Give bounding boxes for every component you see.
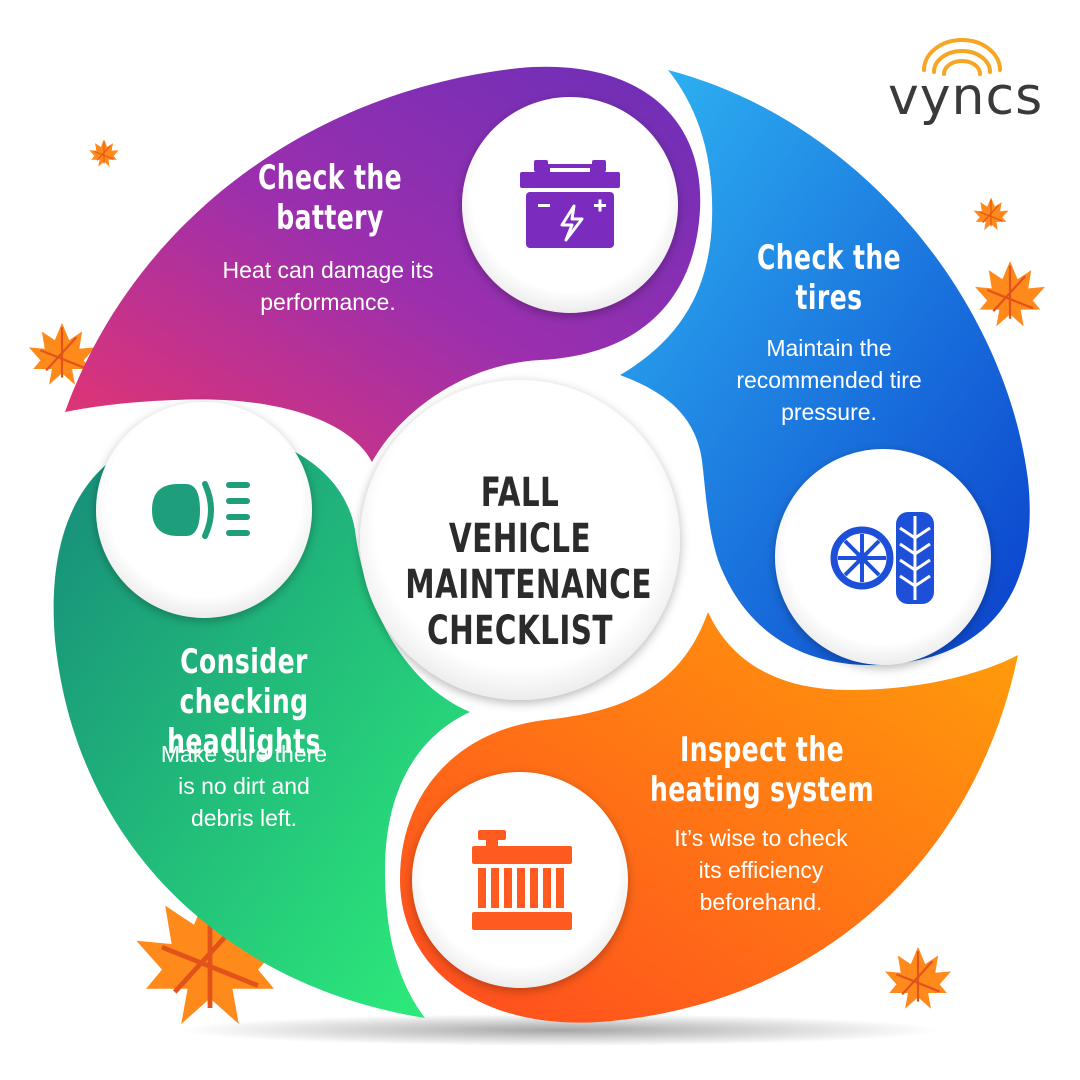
headlight-icon	[152, 481, 250, 539]
brand-logo-text: vyncs	[888, 67, 1044, 127]
tire-icon	[830, 512, 934, 604]
headlights-title: Consider checking headlights	[167, 642, 321, 762]
maple-leaf-icon	[88, 138, 120, 168]
tires-description: Maintain the recommended tire pressure.	[736, 335, 922, 425]
maple-leaf-icon	[973, 259, 1047, 328]
car-battery-icon	[520, 160, 620, 248]
battery-description: Heat can damage its performance.	[222, 257, 434, 315]
headlights-icon-circle	[96, 402, 312, 618]
battery-title: Check the battery	[257, 158, 403, 238]
ground-shadow	[180, 1014, 940, 1046]
radiator-icon	[472, 830, 572, 930]
vyncs-logo-icon	[922, 38, 1002, 76]
tires-title: Check the tires	[756, 238, 902, 318]
page-title: FALL VEHICLE MAINTENANCE CHECKLIST	[405, 470, 652, 654]
heating-description: It’s wise to check its efficiency before…	[674, 825, 848, 915]
maple-leaf-icon	[883, 945, 953, 1010]
maple-leaf-icon	[972, 196, 1010, 231]
center-circle	[360, 380, 680, 700]
heating-title: Inspect the heating system	[649, 730, 875, 810]
headlights-description: Make sure there is no dirt and debris le…	[160, 741, 328, 831]
